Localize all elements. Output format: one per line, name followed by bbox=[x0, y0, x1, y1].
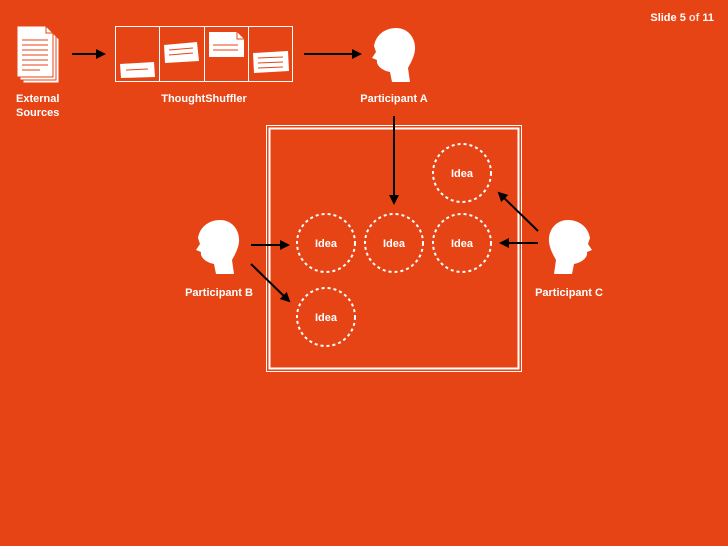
idea-label: Idea bbox=[383, 238, 406, 250]
paper-card-icon bbox=[253, 51, 289, 73]
current-slide-number: 5 bbox=[679, 12, 686, 24]
slide-label: Slide bbox=[650, 12, 677, 24]
participant-c-head-icon bbox=[548, 220, 592, 274]
total-slide-count: 11 bbox=[702, 12, 714, 24]
paper-card-icon bbox=[120, 62, 155, 78]
idea-bubble: Idea bbox=[432, 213, 492, 273]
thought-shuffler-box bbox=[115, 26, 293, 82]
arrow-participant-b-to-lower-idea bbox=[250, 263, 291, 303]
idea-label: Idea bbox=[315, 312, 338, 324]
external-sources-label-line2: Sources bbox=[16, 107, 60, 119]
idea-bubble: Idea bbox=[296, 287, 356, 347]
idea-label: Idea bbox=[451, 168, 474, 180]
slide-separator: of bbox=[688, 12, 700, 24]
idea-bubble: Idea bbox=[296, 213, 356, 273]
document-stack-icon bbox=[16, 25, 60, 84]
paper-card-icon bbox=[164, 42, 199, 63]
idea-bubble: Idea bbox=[364, 213, 424, 273]
participant-b-head-icon bbox=[196, 220, 240, 274]
participant-a-head-icon bbox=[372, 28, 416, 82]
arrow-participant-c-to-upper-idea bbox=[497, 191, 539, 232]
slide-indicator: Slide 5 of 11 bbox=[650, 12, 714, 24]
participant-b-label: Participant B bbox=[185, 287, 253, 299]
external-sources-label-line1: External bbox=[16, 93, 60, 105]
participant-a-label: Participant A bbox=[360, 93, 428, 105]
idea-label: Idea bbox=[315, 238, 338, 250]
external-sources-label: External Sources bbox=[16, 92, 59, 120]
idea-label: Idea bbox=[451, 238, 474, 250]
thought-shuffler-label: ThoughtShuffler bbox=[161, 93, 247, 105]
participant-c-label: Participant C bbox=[535, 287, 603, 299]
idea-bubble: Idea bbox=[432, 143, 492, 203]
paper-card-icon bbox=[209, 32, 244, 57]
